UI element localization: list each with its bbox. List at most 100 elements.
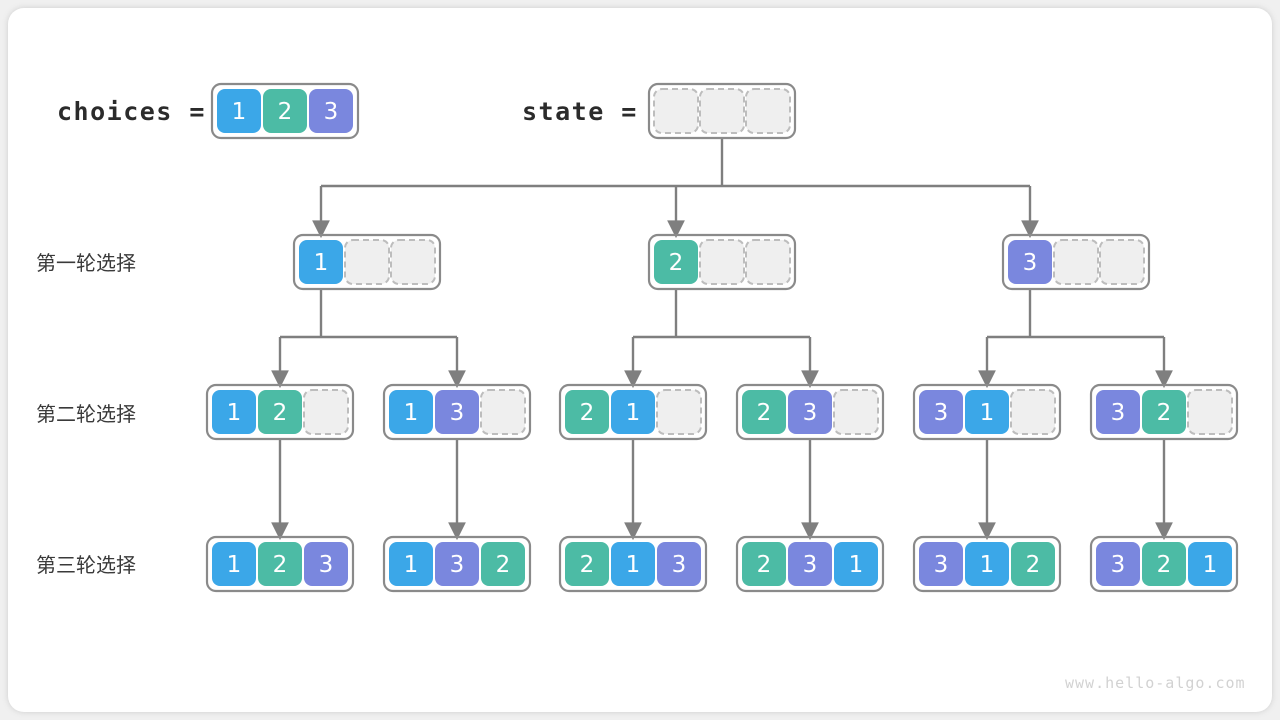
level-3-node-5-cell-2-filled (965, 542, 1009, 586)
level-2-node-5-cell-1-value: 3 (934, 400, 949, 426)
level-2-node-4-cell-1-value: 2 (757, 400, 772, 426)
level-2-node-3-frame (558, 383, 708, 441)
level-3-node-1-cell-1-value: 1 (227, 552, 242, 578)
level-3-node-1-cell-3-filled (304, 542, 348, 586)
level-2-node-3-cell-3-empty (656, 389, 702, 435)
level-2-node-2-cell-1-filled (389, 390, 433, 434)
level-3-node-5-frame (912, 535, 1062, 593)
state-array-frame (647, 82, 797, 140)
level-1-node-1-cell-1-value: 1 (314, 250, 329, 276)
level-2-node-6-frame (1089, 383, 1239, 441)
level-2-node-2-cell-1-value: 1 (404, 400, 419, 426)
state-array-cell-2-empty (699, 88, 745, 134)
level-1-node-3-frame (1001, 233, 1151, 291)
level-1-node-2: 2 (647, 233, 797, 291)
level-3-node-2-frame (382, 535, 532, 593)
level-2-node-4-frame (735, 383, 885, 441)
level-2-node-1-cell-3-empty (303, 389, 349, 435)
state-array-cell-3-empty (745, 88, 791, 134)
level-1-node-1-cell-3-empty (390, 239, 436, 285)
level-2-node-3-cell-2-value: 1 (626, 400, 641, 426)
level-3-node-3-frame (558, 535, 708, 593)
level-2-node-1-cell-2-value: 2 (273, 400, 288, 426)
level-3-node-1-cell-1-filled (212, 542, 256, 586)
connector-lines (271, 138, 1173, 541)
level-3-node-5-cell-3-filled (1011, 542, 1055, 586)
level-3-node-2-cell-3-filled (481, 542, 525, 586)
level-3-node-6-cell-1-filled (1096, 542, 1140, 586)
level-2-node-6-cell-1-filled (1096, 390, 1140, 434)
level-2-node-4-cell-3-empty (833, 389, 879, 435)
level-3-node-2-cell-2-filled (435, 542, 479, 586)
level-3-node-4-cell-1-value: 2 (757, 552, 772, 578)
level-3-node-6-cell-3-value: 1 (1203, 552, 1218, 578)
level-2-node-5-cell-1-filled (919, 390, 963, 434)
level-2-node-5-cell-3-empty (1010, 389, 1056, 435)
level-1-node-3-cell-2-empty (1053, 239, 1099, 285)
level-2-node-3-cell-1-value: 2 (580, 400, 595, 426)
level-3-node-4-cell-3-value: 1 (849, 552, 864, 578)
level-3-node-3-cell-2-filled (611, 542, 655, 586)
level-1-node-1-cell-2-empty (344, 239, 390, 285)
level-3-node-4: 2 3 1 (735, 535, 885, 593)
level-3-node-5-cell-2-value: 1 (980, 552, 995, 578)
level-3-node-3-cell-1-value: 2 (580, 552, 595, 578)
level-1-node-2-cell-2-empty (699, 239, 745, 285)
level-2-node-2-cell-2-value: 3 (450, 400, 465, 426)
level-1-node-1: 1 (292, 233, 442, 291)
level-2-node-3-cell-1-filled (565, 390, 609, 434)
level-1-node-2-cell-3-empty (745, 239, 791, 285)
choices-array-cell-2-value: 2 (278, 99, 293, 125)
level-3-node-1-frame (205, 535, 355, 593)
level-3-node-4-frame (735, 535, 885, 593)
level-2-node-6-cell-3-empty (1187, 389, 1233, 435)
level-2-node-1-cell-1-filled (212, 390, 256, 434)
choices-array-frame (210, 82, 360, 140)
level-2-node-6-cell-2-value: 2 (1157, 400, 1172, 426)
level-2-node-4-cell-2-filled (788, 390, 832, 434)
row-label-round-2: 第二轮选择 (36, 402, 136, 426)
choices-array-cell-1-value: 1 (232, 99, 247, 125)
choices-array-cell-1-filled (217, 89, 261, 133)
level-2-node-4-cell-1-filled (742, 390, 786, 434)
level-3-node-4-cell-2-value: 3 (803, 552, 818, 578)
level-3-node-2-cell-1-filled (389, 542, 433, 586)
level-3-node-6-frame (1089, 535, 1239, 593)
row-label-round-3: 第三轮选择 (36, 553, 136, 577)
level-3-node-3-cell-2-value: 1 (626, 552, 641, 578)
level-3-node-6-cell-1-value: 3 (1111, 552, 1126, 578)
level-3-node-5-cell-1-filled (919, 542, 963, 586)
choices-array-cell-3-filled (309, 89, 353, 133)
level-1-node-2-cell-1-filled (654, 240, 698, 284)
level-2-node-2-cell-2-filled (435, 390, 479, 434)
level-2-node-1-frame (205, 383, 355, 441)
choices-array-cell-3-value: 3 (324, 99, 339, 125)
row-label-round-1: 第一轮选择 (36, 251, 136, 275)
level-2-node-1-cell-2-filled (258, 390, 302, 434)
level-3-node-2-cell-2-value: 3 (450, 552, 465, 578)
level-3-node-6-cell-3-filled (1188, 542, 1232, 586)
level-1-node-3-cell-1-filled (1008, 240, 1052, 284)
level-3-node-5-cell-1-value: 3 (934, 552, 949, 578)
level-1-node-1-cell-1-filled (299, 240, 343, 284)
level-2-node-5-cell-2-value: 1 (980, 400, 995, 426)
level-3-node-1-cell-3-value: 3 (319, 552, 334, 578)
level-1-node-1-frame (292, 233, 442, 291)
level-2-node-6-cell-2-filled (1142, 390, 1186, 434)
level-1-node-2-frame (647, 233, 797, 291)
choices-array: 1 2 3 (210, 82, 360, 140)
level-3-node-2-cell-1-value: 1 (404, 552, 419, 578)
